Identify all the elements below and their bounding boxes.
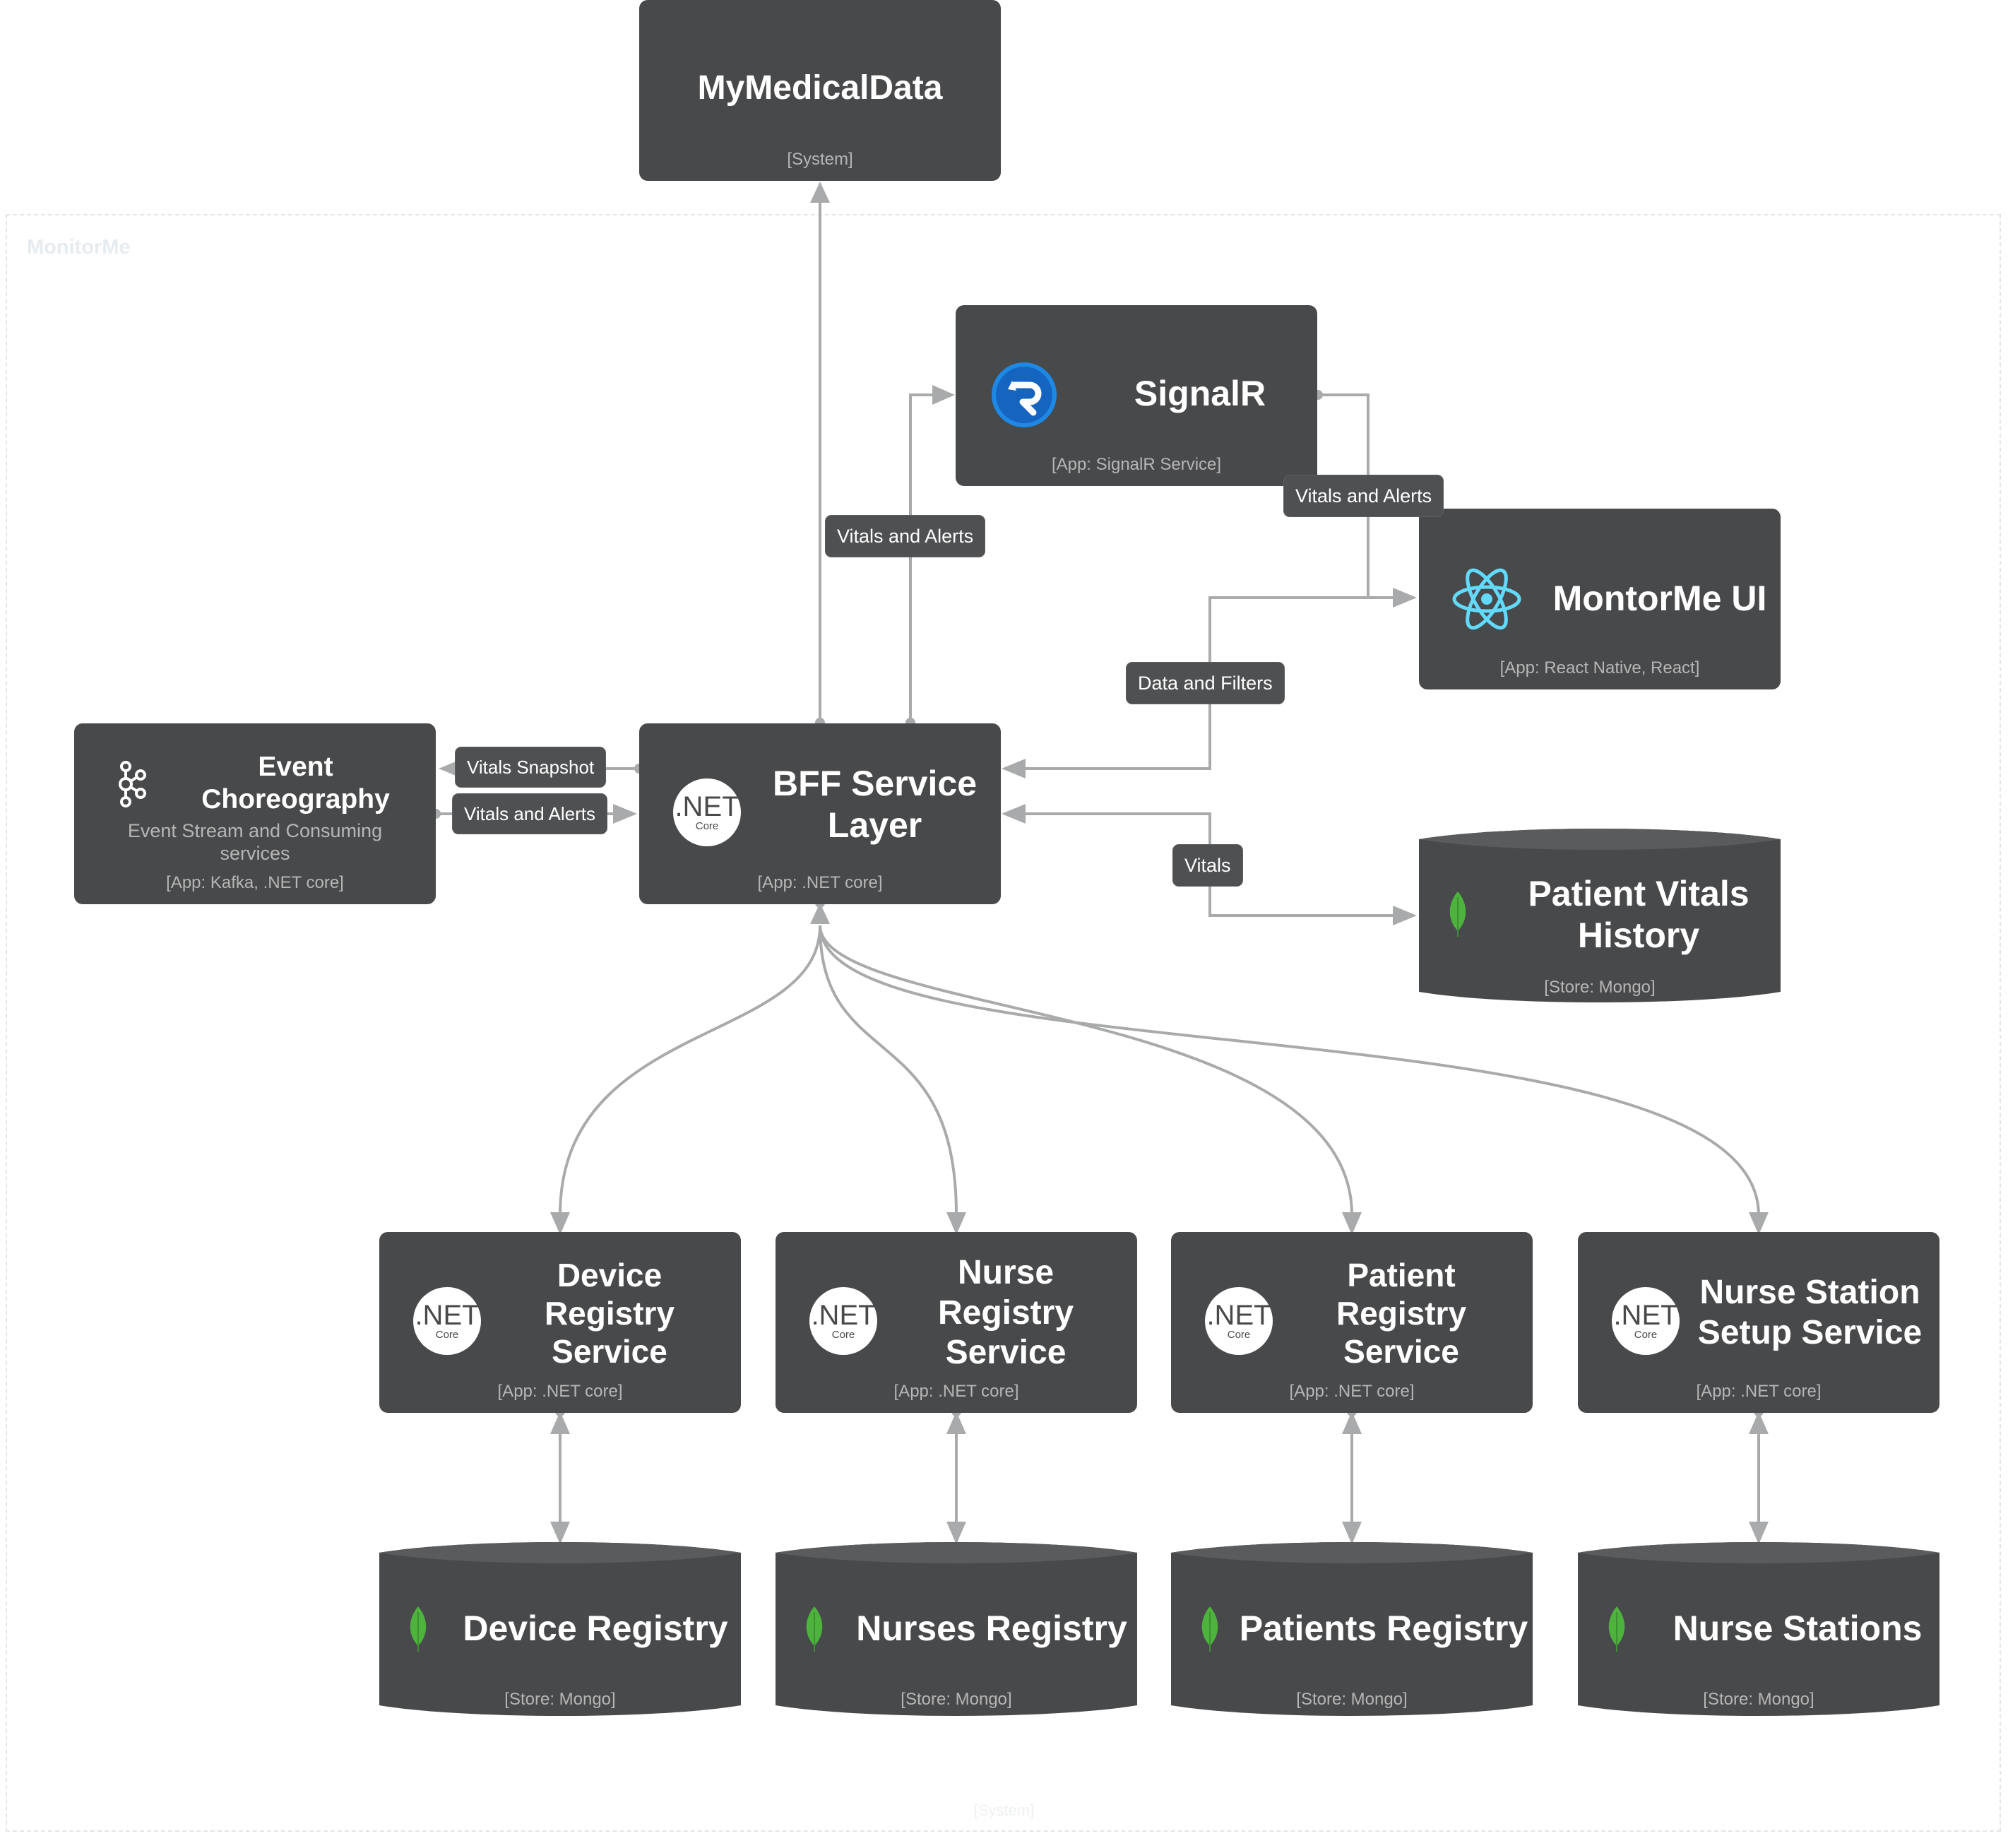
arrowhead-vitals-history	[1393, 906, 1417, 925]
node-title: Nurse Registry Service	[937, 1254, 1074, 1372]
edge-label-vitals-alerts-ui: Vitals and Alerts	[1284, 475, 1444, 516]
patient-registry-service-app[interactable]: .NET Core Patient Registry Service [App:…	[1171, 1232, 1533, 1413]
arrowhead-bff-from-vitals	[1002, 804, 1026, 824]
event-choreography-app[interactable]: Event Choreography Event Stream and Cons…	[74, 723, 436, 904]
kafka-icon	[119, 761, 146, 807]
node-title: Nurses Registry	[856, 1609, 1127, 1648]
react-icon	[1452, 568, 1521, 630]
dotnet-core-icon: .NET Core	[809, 1287, 877, 1355]
edge-bff-to-station-service	[819, 925, 1760, 1216]
node-title: Nurse Station Setup Service	[1697, 1274, 1923, 1351]
arrowhead-bff-bottom	[810, 903, 830, 924]
node-tech: [Store: Mongo]	[504, 1690, 616, 1709]
system-boundary-subtitle: [System]	[973, 1801, 1035, 1819]
edge-label-vitals-alerts-event: Vitals and Alerts	[453, 794, 607, 834]
device-registry-store[interactable]: Device Registry [Store: Mongo]	[379, 1539, 741, 1719]
mongodb-leaf-icon	[410, 1606, 427, 1652]
node-title: Patient Vitals History	[1528, 874, 1749, 955]
dotnet-logo-main: .NET	[675, 791, 739, 822]
cylinder-shape	[776, 1542, 1137, 1716]
node-tech: [Store: Mongo]	[1703, 1690, 1814, 1709]
edge-bff-to-signalr	[909, 393, 939, 723]
mongodb-leaf-icon	[806, 1606, 823, 1652]
monitorme-ui-app[interactable]: MontorMe UI [App: React Native, React]	[1419, 509, 1781, 689]
node-tech: [App: .NET core]	[1696, 1382, 1822, 1401]
nurse-stations-store[interactable]: Nurse Stations [Store: Mongo]	[1578, 1539, 1939, 1719]
mongodb-leaf-icon	[1449, 892, 1466, 937]
cylinder-shape	[1171, 1542, 1533, 1716]
arrowhead-bff-from-event	[613, 804, 637, 824]
node-tech: [Store: Mongo]	[1296, 1690, 1408, 1709]
nurse-station-setup-service-app[interactable]: .NET Core Nurse Station Setup Service [A…	[1578, 1232, 1939, 1413]
dotnet-logo-sub: Core	[1634, 1329, 1658, 1341]
edge-label-data-filters: Data and Filters	[1127, 663, 1284, 704]
device-registry-service-app[interactable]: .NET Core Device Registry Service [App: …	[379, 1232, 741, 1413]
arrowhead-ui-from-signalr	[1393, 588, 1417, 608]
mymedicaldata-system[interactable]: MyMedicalData [System]	[639, 0, 1001, 181]
node-title: Device Registry Service	[544, 1256, 675, 1370]
patients-registry-store[interactable]: Patients Registry [Store: Mongo]	[1171, 1539, 1533, 1719]
cylinder-shape	[1419, 829, 1781, 1002]
dotnet-core-icon: .NET Core	[1612, 1287, 1680, 1355]
signalr-icon	[992, 362, 1057, 427]
node-tech: [App: React Native, React]	[1499, 658, 1700, 677]
node-title: Device Registry	[463, 1609, 728, 1648]
dotnet-logo-sub: Core	[831, 1329, 855, 1341]
dotnet-logo-main: .NET	[811, 1300, 876, 1331]
dotnet-logo-main: .NET	[1206, 1300, 1271, 1331]
node-title: SignalR	[1134, 373, 1266, 413]
edge-bff-to-device-service	[559, 925, 821, 1216]
dotnet-core-icon: .NET Core	[413, 1287, 481, 1355]
edge-label-vitals-alerts-signalr: Vitals and Alerts	[826, 516, 985, 557]
node-tech: [App: .NET core]	[1289, 1382, 1415, 1401]
mongodb-leaf-icon	[1201, 1606, 1218, 1652]
dotnet-core-icon: .NET Core	[1205, 1287, 1273, 1355]
node-title: Patient Registry Service	[1336, 1256, 1467, 1370]
node-tech: [App: .NET core]	[497, 1382, 623, 1401]
node-title: Event Choreography	[201, 751, 390, 815]
bff-service-layer-app[interactable]: .NET Core BFF Service Layer [App: .NET c…	[639, 723, 1001, 904]
node-tech: [App: SignalR Service]	[1051, 455, 1222, 474]
node-tech: [Store: Mongo]	[901, 1690, 1012, 1709]
dotnet-logo-sub: Core	[695, 820, 719, 832]
node-tech: [App: .NET core]	[893, 1382, 1019, 1401]
node-title: BFF Service Layer	[772, 764, 977, 845]
dotnet-logo-main: .NET	[1613, 1300, 1678, 1331]
node-tech: [App: .NET core]	[757, 873, 883, 892]
edge-bff-to-nurse-service	[819, 925, 958, 1216]
system-boundary-title: MonitorMe	[27, 236, 131, 259]
mongodb-leaf-icon	[1608, 1606, 1625, 1652]
edge-bff-to-patient-service	[819, 925, 1353, 1216]
dotnet-logo-sub: Core	[435, 1329, 459, 1341]
dotnet-core-icon: .NET Core	[673, 778, 741, 846]
node-title: MontorMe UI	[1552, 578, 1767, 618]
arrowhead-bff-from-ui	[1002, 759, 1026, 778]
node-title: Nurse Stations	[1673, 1609, 1923, 1648]
node-title: MyMedicalData	[697, 69, 943, 107]
dotnet-logo-sub: Core	[1227, 1329, 1251, 1341]
arrowhead-signalr	[932, 385, 955, 405]
nurses-registry-store[interactable]: Nurses Registry [Store: Mongo]	[776, 1539, 1137, 1719]
dotnet-logo-main: .NET	[415, 1300, 480, 1331]
signalr-app[interactable]: SignalR [App: SignalR Service]	[956, 305, 1317, 486]
patient-vitals-history-store[interactable]: Patient Vitals History [Store: Mongo]	[1419, 825, 1781, 1006]
node-tech: [System]	[787, 150, 853, 169]
arrowhead-mymedicaldata	[810, 182, 830, 203]
node-tech: [Store: Mongo]	[1544, 978, 1656, 997]
edge-label-vitals: Vitals	[1173, 845, 1242, 886]
edge-label-vitals-snapshot: Vitals Snapshot	[456, 747, 606, 787]
node-description: Event Stream and Consuming services	[127, 820, 383, 865]
node-tech: [App: Kafka, .NET core]	[166, 873, 344, 892]
cylinder-shape	[379, 1542, 741, 1716]
monitorme-system-boundary	[6, 214, 2001, 1832]
node-title: Patients Registry	[1239, 1609, 1528, 1648]
cylinder-shape	[1578, 1542, 1939, 1716]
nurse-registry-service-app[interactable]: .NET Core Nurse Registry Service [App: .…	[776, 1232, 1137, 1413]
